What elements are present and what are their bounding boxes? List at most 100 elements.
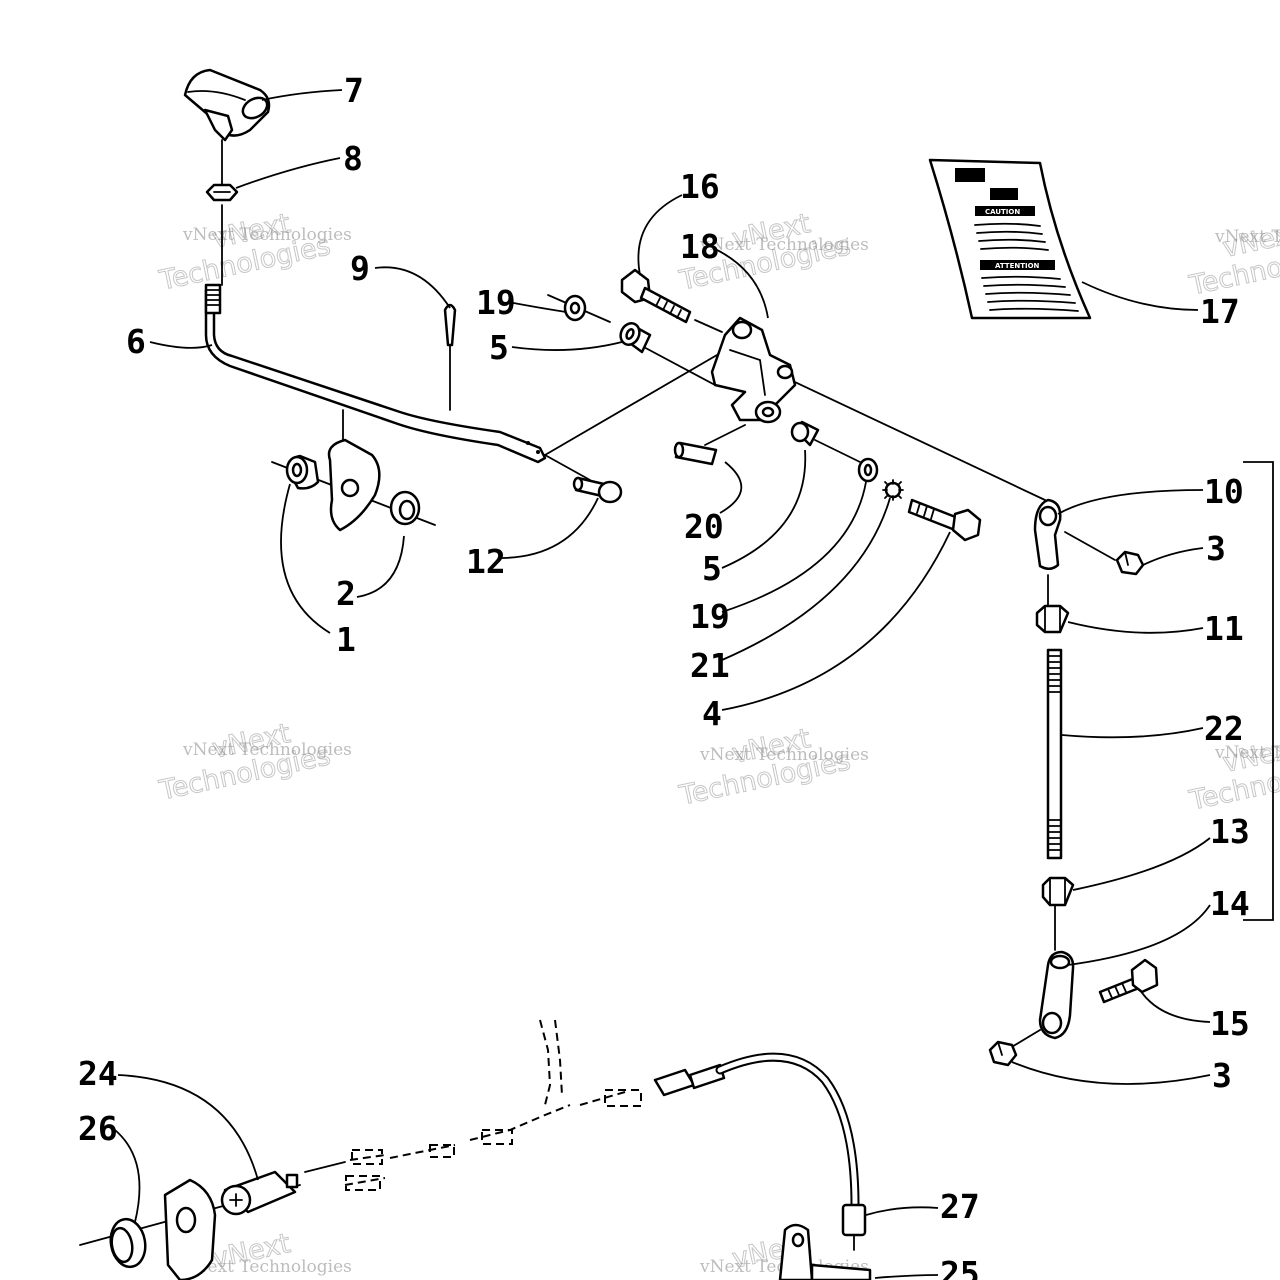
bracket-hole [776,364,794,380]
leader-12 [499,497,599,559]
thread-line [930,508,935,520]
axis-line [304,1161,346,1173]
watermark-text: vNext Technologies [699,235,869,255]
washer-part-19-lower [857,457,879,483]
bushing-part-2 [389,490,421,526]
rod-end-eye [1038,505,1058,527]
watermark-text: vNext Technologies [1214,227,1280,247]
nut-face [997,1041,1003,1056]
jam-nut-part-11 [1035,604,1070,634]
leader-10 [1057,489,1204,515]
bolt-part-4 [907,498,982,542]
knob-edge [187,90,246,101]
callout-3-lower: 3 [1212,1056,1232,1095]
rod-body [1046,648,1063,860]
plate-assembly [285,438,421,532]
connector [345,1175,381,1191]
leader-4 [721,531,951,711]
leader-19b [721,481,867,613]
nut-hex [1041,876,1075,907]
callout-24: 24 [78,1054,118,1093]
callout-14: 14 [1210,884,1250,923]
leader-3a [1142,547,1204,566]
leader-27 [865,1206,939,1216]
callout-19-lower: 19 [690,597,730,636]
nut-hex [1035,604,1070,634]
knob-end [241,96,269,120]
leader-26 [114,1129,141,1223]
thread-line [676,309,682,319]
callout-4: 4 [702,694,722,733]
rod-threads [204,283,222,315]
watermark-text: vNext Technologies [182,740,352,760]
thread-line [916,502,921,514]
thread-line [662,301,668,311]
callout-6: 6 [126,322,146,361]
connector [429,1144,455,1158]
ring-part-26 [109,1217,147,1269]
bracket-hole [791,1232,805,1248]
callout-7: 7 [344,71,364,110]
bushing-bore [291,462,303,478]
bracket-hole [731,320,753,340]
shift-rod-part-6 [204,283,547,464]
callout-17: 17 [1200,292,1240,331]
bolt-head [951,508,982,542]
cable-assembly [653,1052,860,1210]
rod-end-eye [1041,1011,1063,1035]
pin-tip [572,476,584,492]
bushing-part-1 [285,454,320,490]
rod-hole [526,441,530,445]
nut-face [1124,551,1129,566]
callout-2: 2 [336,574,356,613]
ring-inner [110,1226,134,1264]
callout-20: 20 [684,507,724,546]
knob-body [183,68,271,137]
watermark-text: vNext Technologies [1214,743,1280,763]
callout-27: 27 [940,1187,980,1226]
callout-8: 8 [343,139,363,178]
decal-symbol [990,188,1018,200]
wiring-harness [344,1019,642,1191]
rod-hole [536,450,540,454]
nut-part-3-upper [1115,550,1145,576]
harness-wire [344,1154,386,1186]
spacer-bore [625,328,635,340]
callout-16: 16 [680,167,720,206]
bracket-bore [761,406,775,418]
decal-symbol [955,168,985,182]
spacer-face [790,421,810,443]
knob-part-7 [183,68,271,142]
axis-line [694,319,723,333]
harness-wire [554,1019,563,1096]
callout-10: 10 [1204,472,1244,511]
rod-end-part-10 [1033,498,1062,570]
plate-hole [175,1206,197,1234]
pivot-bracket-part-18 [710,316,797,424]
cable-inner [717,1054,858,1208]
leader-9 [374,266,451,309]
knob-stem [203,108,234,142]
callout-22: 22 [1204,709,1244,748]
cotter-pin-part-9 [443,303,457,347]
callout-5-upper: 5 [489,328,509,367]
leader-22 [1061,727,1204,739]
bolt-part-16 [620,268,692,324]
harness-wire [579,1091,626,1106]
bracket-part-25 [778,1223,872,1280]
assembly-axis-lines [79,139,1116,1246]
mount-plate-lower [163,1178,217,1280]
pin-part-20 [673,441,718,466]
thread-line [1121,982,1127,993]
callout-19-upper: 19 [476,283,516,322]
leader-1 [280,483,331,634]
decal-caution-text: CAUTION [985,208,1020,216]
pin-end [673,441,685,459]
connector [604,1089,642,1107]
cotter-pin [443,303,457,347]
pin-head [597,480,623,504]
washer-hole [863,463,873,477]
axis-line [1009,1029,1041,1049]
leader-14 [1067,904,1211,966]
